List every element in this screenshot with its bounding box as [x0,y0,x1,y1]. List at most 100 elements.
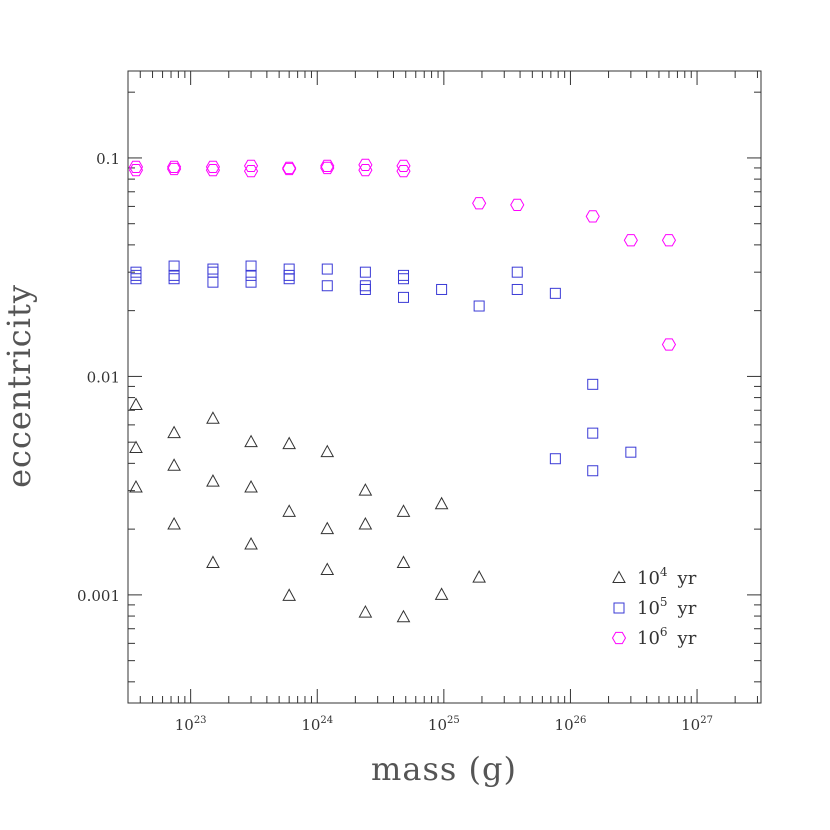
square-point [397,269,409,281]
square-point [397,291,409,303]
square-point [321,263,333,275]
square-point [549,287,561,299]
triangle-point [244,479,258,493]
triangle-point [434,496,449,510]
square-point [283,263,295,275]
hexagon-point [128,160,144,174]
hexagon-point [320,159,335,172]
square-point [245,276,257,288]
hexagon-point [167,160,182,174]
triangle-point [282,504,297,517]
square-point [587,465,599,477]
series-triangle [129,397,486,623]
square-point [207,276,219,288]
triangle-point [472,570,486,583]
square-point [587,378,599,390]
hexagon-point [358,163,373,177]
triangle-point [206,474,220,487]
hexagon-point [243,165,259,178]
triangle-point [244,434,258,448]
triangle-point [358,483,373,496]
hexagon-point [128,163,144,177]
hexagon-point [396,165,411,178]
triangle-point [282,436,297,450]
hexagon-point [320,161,335,175]
square-point [511,283,523,295]
hexagon-point [623,234,638,247]
x-tick-label: 1024 [301,715,333,734]
series-square [130,260,637,477]
triangle-point [129,479,143,493]
x-tick-label: 1025 [428,715,460,734]
square-point [321,280,333,292]
square-point [168,273,180,285]
triangle-point [320,562,335,575]
square-point [625,446,637,458]
triangle-point [167,458,181,471]
triangle-point [358,605,373,618]
hexagon-point [661,338,677,351]
square-point [549,453,561,465]
triangle-point [358,516,373,530]
y-axis-title: eccentricity [0,284,38,488]
hexagon-point [396,159,411,172]
tick-labels: 1023 1024 1025 1026 1027 0.1 0.01 0.001 [77,150,713,734]
square-point [245,269,257,281]
triangle-point [320,444,335,458]
x-tick-label: 1027 [681,715,713,734]
hexagon-point [358,158,373,171]
square-point [359,266,371,278]
triangle-point [167,425,181,439]
x-axis-title: mass (g) [371,750,517,788]
hexagon-point [585,210,600,223]
square-point [473,300,485,312]
plot-frame [127,70,762,704]
square-point [511,266,523,278]
hexagon-point [243,159,259,172]
square-point [359,283,371,295]
x-tick-label: 1026 [555,715,587,734]
y-tick-label: 0.001 [77,587,120,605]
square-point [397,273,409,285]
triangle-point [206,411,220,424]
square-point [207,263,219,275]
y-tick-label: 0.1 [96,150,120,168]
triangle-point [282,588,297,601]
square-point [207,266,219,278]
triangle-point [129,397,143,410]
plot-frame-layer [127,70,762,704]
hexagon-point [282,162,297,176]
hexagon-point [205,163,221,177]
triangle-point [167,516,181,530]
hexagon-point [472,197,487,210]
triangle-point [396,555,411,568]
hexagon-point [205,160,221,174]
square-point [359,280,371,292]
axis-ticks [128,71,761,703]
hexagon-point [661,234,677,247]
hexagon-point [282,161,297,175]
legend-square-symbol [613,602,625,614]
triangle-point [320,521,335,535]
square-point [245,260,257,272]
data-points [128,158,677,623]
legend-triangle-symbol [612,570,626,583]
triangle-point [129,440,143,454]
x-tick-label: 1023 [175,715,207,734]
square-point [168,260,180,272]
triangle-point [396,609,411,623]
triangle-point [396,504,411,517]
triangle-point [244,536,258,550]
legend-hexagon-symbol [611,631,627,645]
square-point [587,427,599,439]
y-tick-label: 0.01 [87,368,120,386]
square-point [168,269,180,281]
